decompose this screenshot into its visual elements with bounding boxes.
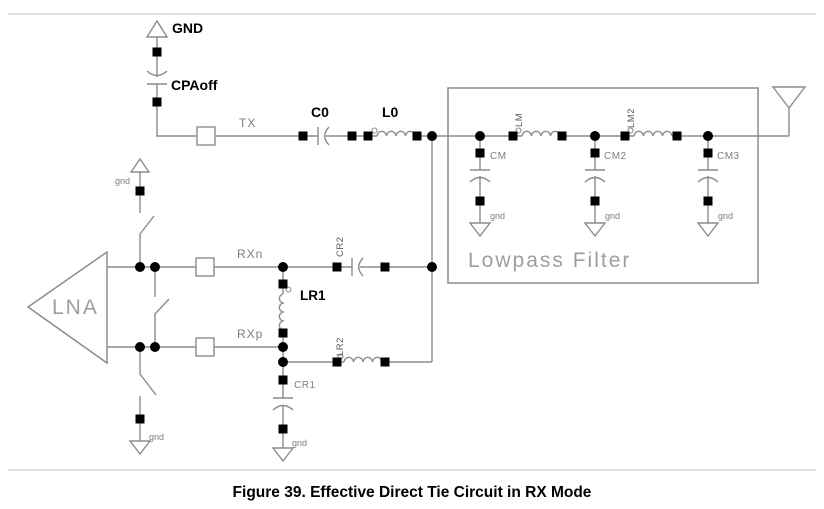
lr2-label: LR2: [335, 337, 346, 356]
switch-rxp-gnd: [139, 373, 157, 396]
inductor-lm2: [627, 127, 673, 137]
cr2-label: CR2: [335, 236, 346, 257]
ground-symbol-cr1: [271, 447, 295, 463]
gnd-rxp-label: gnd: [149, 432, 164, 442]
capacitor-c0: [317, 126, 330, 146]
gnd-rxn-label: gnd: [115, 176, 130, 186]
ground-symbol-main: [145, 19, 169, 38]
cr1-label: CR1: [294, 380, 316, 391]
ground-symbol-rxp-bottom: [128, 440, 152, 456]
gnd-cm-label: gnd: [490, 211, 505, 221]
inductor-l0: [371, 127, 416, 137]
capacitor-cm: [469, 169, 491, 183]
c0-label: C0: [311, 104, 329, 120]
ground-symbol-rxn-top: [129, 157, 151, 173]
lm-label: LM: [514, 113, 525, 127]
cm-label: CM: [490, 151, 507, 162]
inductor-lm: [515, 127, 561, 137]
switch-rxn-rxp: [154, 298, 170, 315]
figure-caption: Figure 39. Effective Direct Tie Circuit …: [233, 484, 592, 501]
tx-port-square: [196, 126, 216, 146]
junction-dots: [135, 131, 713, 367]
lowpass-filter-label: Lowpass Filter: [468, 249, 631, 272]
capacitor-cm3: [697, 169, 719, 183]
rxn-port-square: [195, 257, 215, 277]
lna-amplifier: LNA: [26, 250, 108, 365]
lm2-label: LM2: [626, 108, 637, 128]
rxp-port-square: [195, 337, 215, 357]
capacitor-cpaoff: [146, 70, 168, 85]
ground-symbol-cm2: [583, 222, 607, 238]
antenna-icon: [771, 86, 807, 110]
capacitor-cm2: [584, 169, 606, 183]
lna-label: LNA: [52, 296, 99, 319]
l0-label: L0: [382, 104, 399, 120]
gnd-cr1-label: gnd: [292, 438, 307, 448]
rxn-label: RXn: [237, 247, 263, 261]
lna-triangle-icon: [26, 250, 108, 365]
lowpass-filter-box: Lowpass Filter: [447, 87, 759, 284]
figure-border-rules: [8, 13, 816, 471]
ground-symbol-cm3: [696, 222, 720, 238]
component-terminals: [135, 47, 713, 434]
switch-rxn-gnd: [139, 215, 155, 235]
capacitor-cr2: [351, 257, 364, 277]
inductor-lr1: [278, 286, 292, 331]
rxp-label: RXp: [237, 327, 263, 341]
gnd-cm2-label: gnd: [605, 211, 620, 221]
gnd-main-label: GND: [172, 20, 203, 36]
capacitor-cr1: [272, 397, 294, 411]
lr1-label: LR1: [300, 288, 326, 303]
cpaoff-label: CPAoff: [171, 77, 218, 93]
ground-symbol-cm: [468, 222, 492, 238]
tx-label: TX: [239, 116, 256, 130]
cm3-label: CM3: [717, 151, 740, 162]
cm2-label: CM2: [604, 151, 627, 162]
gnd-cm3-label: gnd: [718, 211, 733, 221]
